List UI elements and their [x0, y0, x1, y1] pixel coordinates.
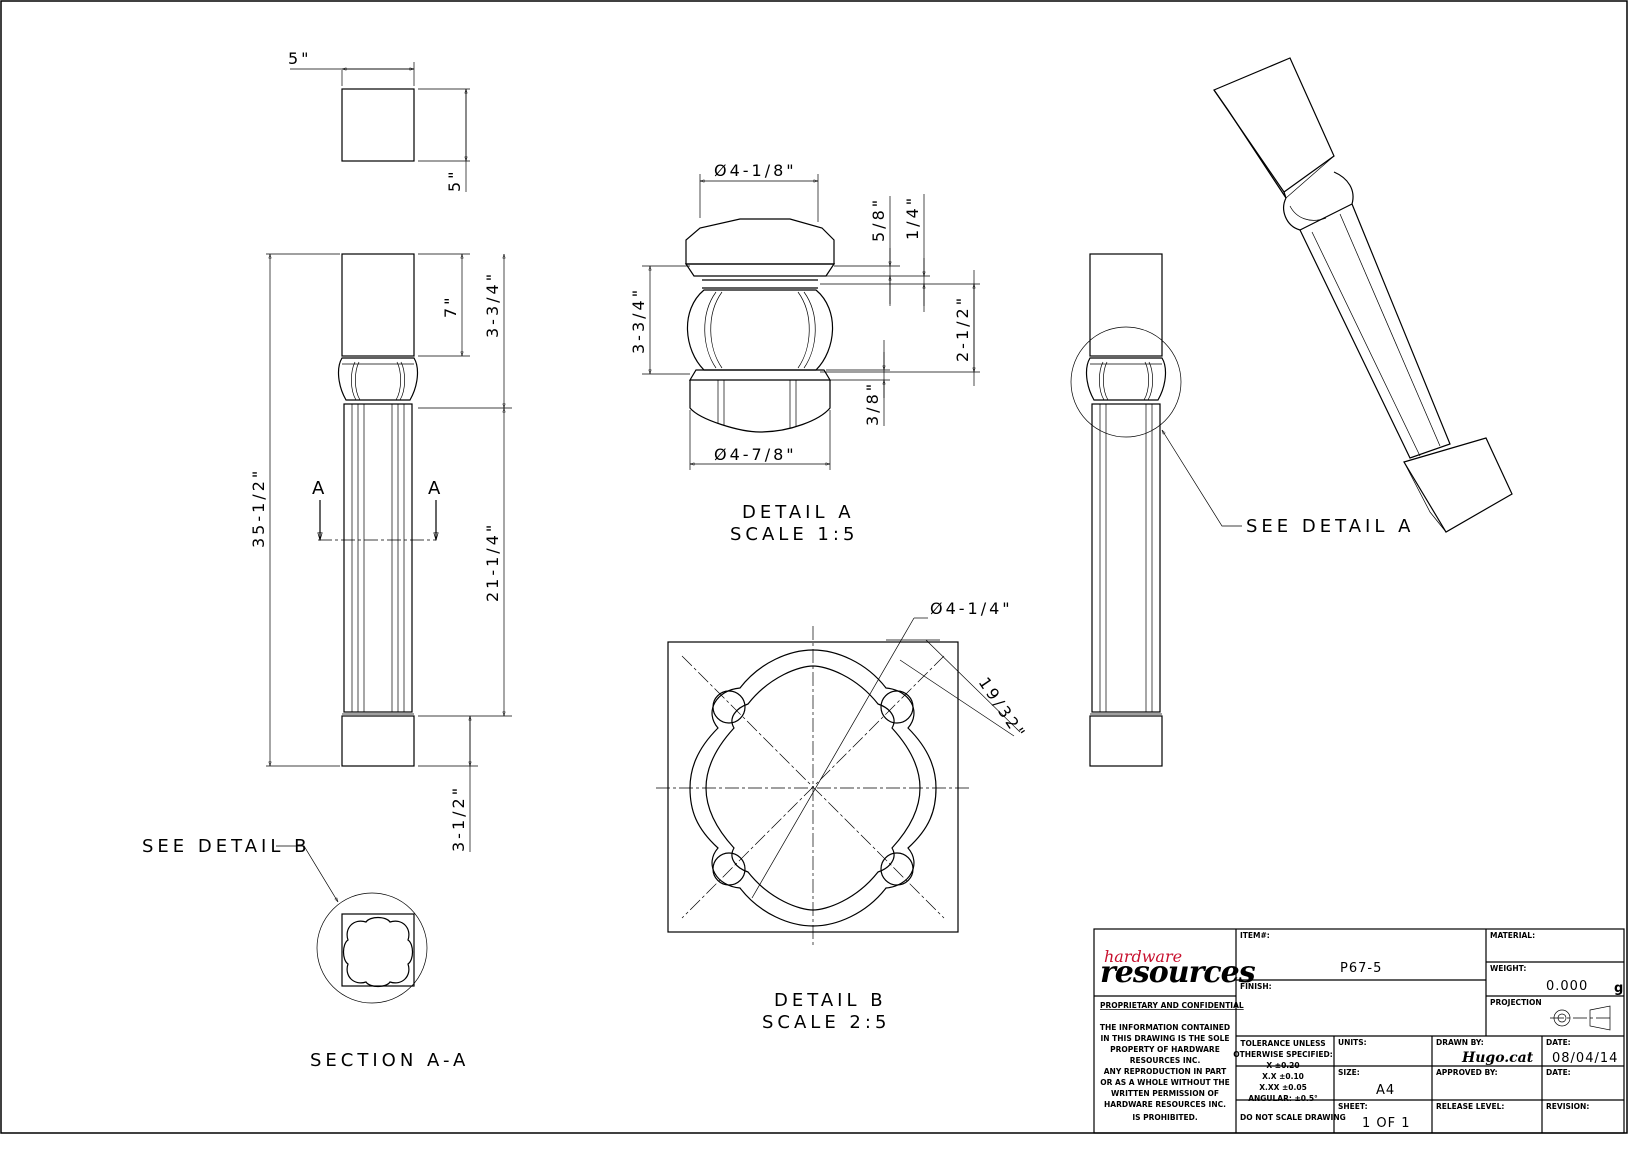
proprietary-line: PROPERTY OF HARDWARE [1110, 1045, 1220, 1054]
logo-hardware: hardware [1104, 947, 1182, 966]
see-detail-b-label: SEE DETAIL B [142, 836, 310, 857]
dim-detail-b-dia: Ø4-1/4" [930, 599, 1013, 618]
section-title: SECTION A-A [310, 1050, 469, 1071]
proprietary-line: THE INFORMATION CONTAINED [1100, 1023, 1230, 1032]
weight-value: 0.000 [1546, 979, 1588, 994]
dim-overall-height: 35-1/2" [249, 468, 268, 548]
dim-detail-a-3-8: 3/8" [863, 381, 882, 426]
detail-a-scale: SCALE 1:5 [730, 524, 858, 545]
drawn-by-value: Hugo.cat [1461, 1050, 1534, 1066]
revision-label: REVISION: [1546, 1102, 1589, 1111]
weight-unit: g [1614, 981, 1624, 996]
proprietary-line: OR AS A WHOLE WITHOUT THE [1100, 1078, 1230, 1087]
tolerance-line: X.XX ±0.05 [1259, 1083, 1307, 1092]
dim-detail-a-1-4: 1/4" [903, 195, 922, 240]
proprietary-heading: PROPRIETARY AND CONFIDENTIAL [1100, 1001, 1244, 1010]
dim-detail-a-bottom-dia: Ø4-7/8" [714, 445, 797, 464]
tolerance-line: X.X ±0.10 [1262, 1072, 1304, 1081]
dim-block-top: 7" [441, 294, 460, 318]
tolerance-line: TOLERANCE UNLESS [1240, 1039, 1325, 1048]
proprietary-line: WRITTEN PERMISSION OF [1111, 1089, 1219, 1098]
drawn-by-label: DRAWN BY: [1436, 1038, 1484, 1047]
section-mark-left: A [312, 478, 328, 499]
date-value: 08/04/14 [1552, 1051, 1618, 1066]
material-label: MATERIAL: [1490, 931, 1535, 940]
tolerance-line: X ±0.20 [1266, 1061, 1299, 1070]
isometric-view [1213, 57, 1513, 533]
detail-b: Ø4-1/4" 19/32" DETAIL B SCALE 2:5 [656, 599, 1030, 1033]
dim-top-height: 5" [445, 168, 464, 192]
sheet-value: 1 OF 1 [1362, 1116, 1411, 1131]
detail-b-scale: SCALE 2:5 [762, 1012, 890, 1033]
dim-detail-a-top-dia: Ø4-1/8" [714, 161, 797, 180]
dim-detail-b-19-32: 19/32" [975, 674, 1031, 744]
detail-a-title: DETAIL A [742, 502, 855, 523]
item-label: ITEM#: [1240, 931, 1270, 940]
tolerance-line: OTHERWISE SPECIFIED: [1233, 1050, 1332, 1059]
proprietary-line: IN THIS DRAWING IS THE SOLE [1100, 1034, 1229, 1043]
sheet-label: SHEET: [1338, 1102, 1368, 1111]
proprietary-line: HARDWARE RESOURCES INC. [1104, 1100, 1226, 1109]
size-value: A4 [1376, 1083, 1395, 1098]
tolerance-line: ANGULAR: ±0.5° [1248, 1094, 1318, 1103]
release-level-label: RELEASE LEVEL: [1436, 1102, 1504, 1111]
size-label: SIZE: [1338, 1068, 1360, 1077]
logo-resources: resources [1100, 955, 1256, 990]
top-view: 5" 5" [288, 49, 470, 192]
section-mark-right: A [428, 478, 444, 499]
projection-symbol-icon [1550, 1005, 1611, 1031]
dim-detail-a-2-1-2: 2-1/2" [953, 295, 972, 362]
weight-label: WEIGHT: [1490, 964, 1526, 973]
proprietary-line: IS PROHIBITED. [1132, 1113, 1197, 1122]
proprietary-line: RESOURCES INC. [1130, 1056, 1201, 1065]
front-view: A A 35-1/2" 7" 3-3/4" 21-1/4" 3-1/2" SEE… [142, 254, 512, 902]
dim-to-bead: 3-3/4" [483, 271, 502, 338]
item-value: P67-5 [1340, 961, 1382, 976]
dim-shaft-length: 21-1/4" [483, 522, 502, 602]
units-label: UNITS: [1338, 1038, 1367, 1047]
dim-detail-a-height: 3-3/4" [629, 287, 648, 354]
detail-a: Ø4-1/8" Ø4-7/8" 3-3/4" 5/8" 1/4" 2-1/2" [629, 161, 980, 545]
projection-label: PROJECTION [1490, 998, 1542, 1007]
date2-label: DATE: [1546, 1068, 1571, 1077]
section-a-a: SECTION A-A [310, 892, 469, 1071]
dim-top-width: 5" [288, 49, 312, 68]
side-view: SEE DETAIL A [1070, 253, 1414, 767]
approved-by-label: APPROVED BY: [1436, 1068, 1498, 1077]
title-block: hardware resources PROPRIETARY AND CONFI… [1093, 928, 1625, 1134]
dim-detail-a-5-8: 5/8" [869, 197, 888, 242]
date-label: DATE: [1546, 1038, 1571, 1047]
detail-b-title: DETAIL B [774, 990, 887, 1011]
do-not-scale: DO NOT SCALE DRAWING [1240, 1113, 1346, 1122]
finish-label: FINISH: [1240, 982, 1272, 991]
dim-bottom-block: 3-1/2" [449, 785, 468, 852]
see-detail-a-label: SEE DETAIL A [1246, 516, 1414, 537]
proprietary-line: ANY REPRODUCTION IN PART [1104, 1067, 1227, 1076]
